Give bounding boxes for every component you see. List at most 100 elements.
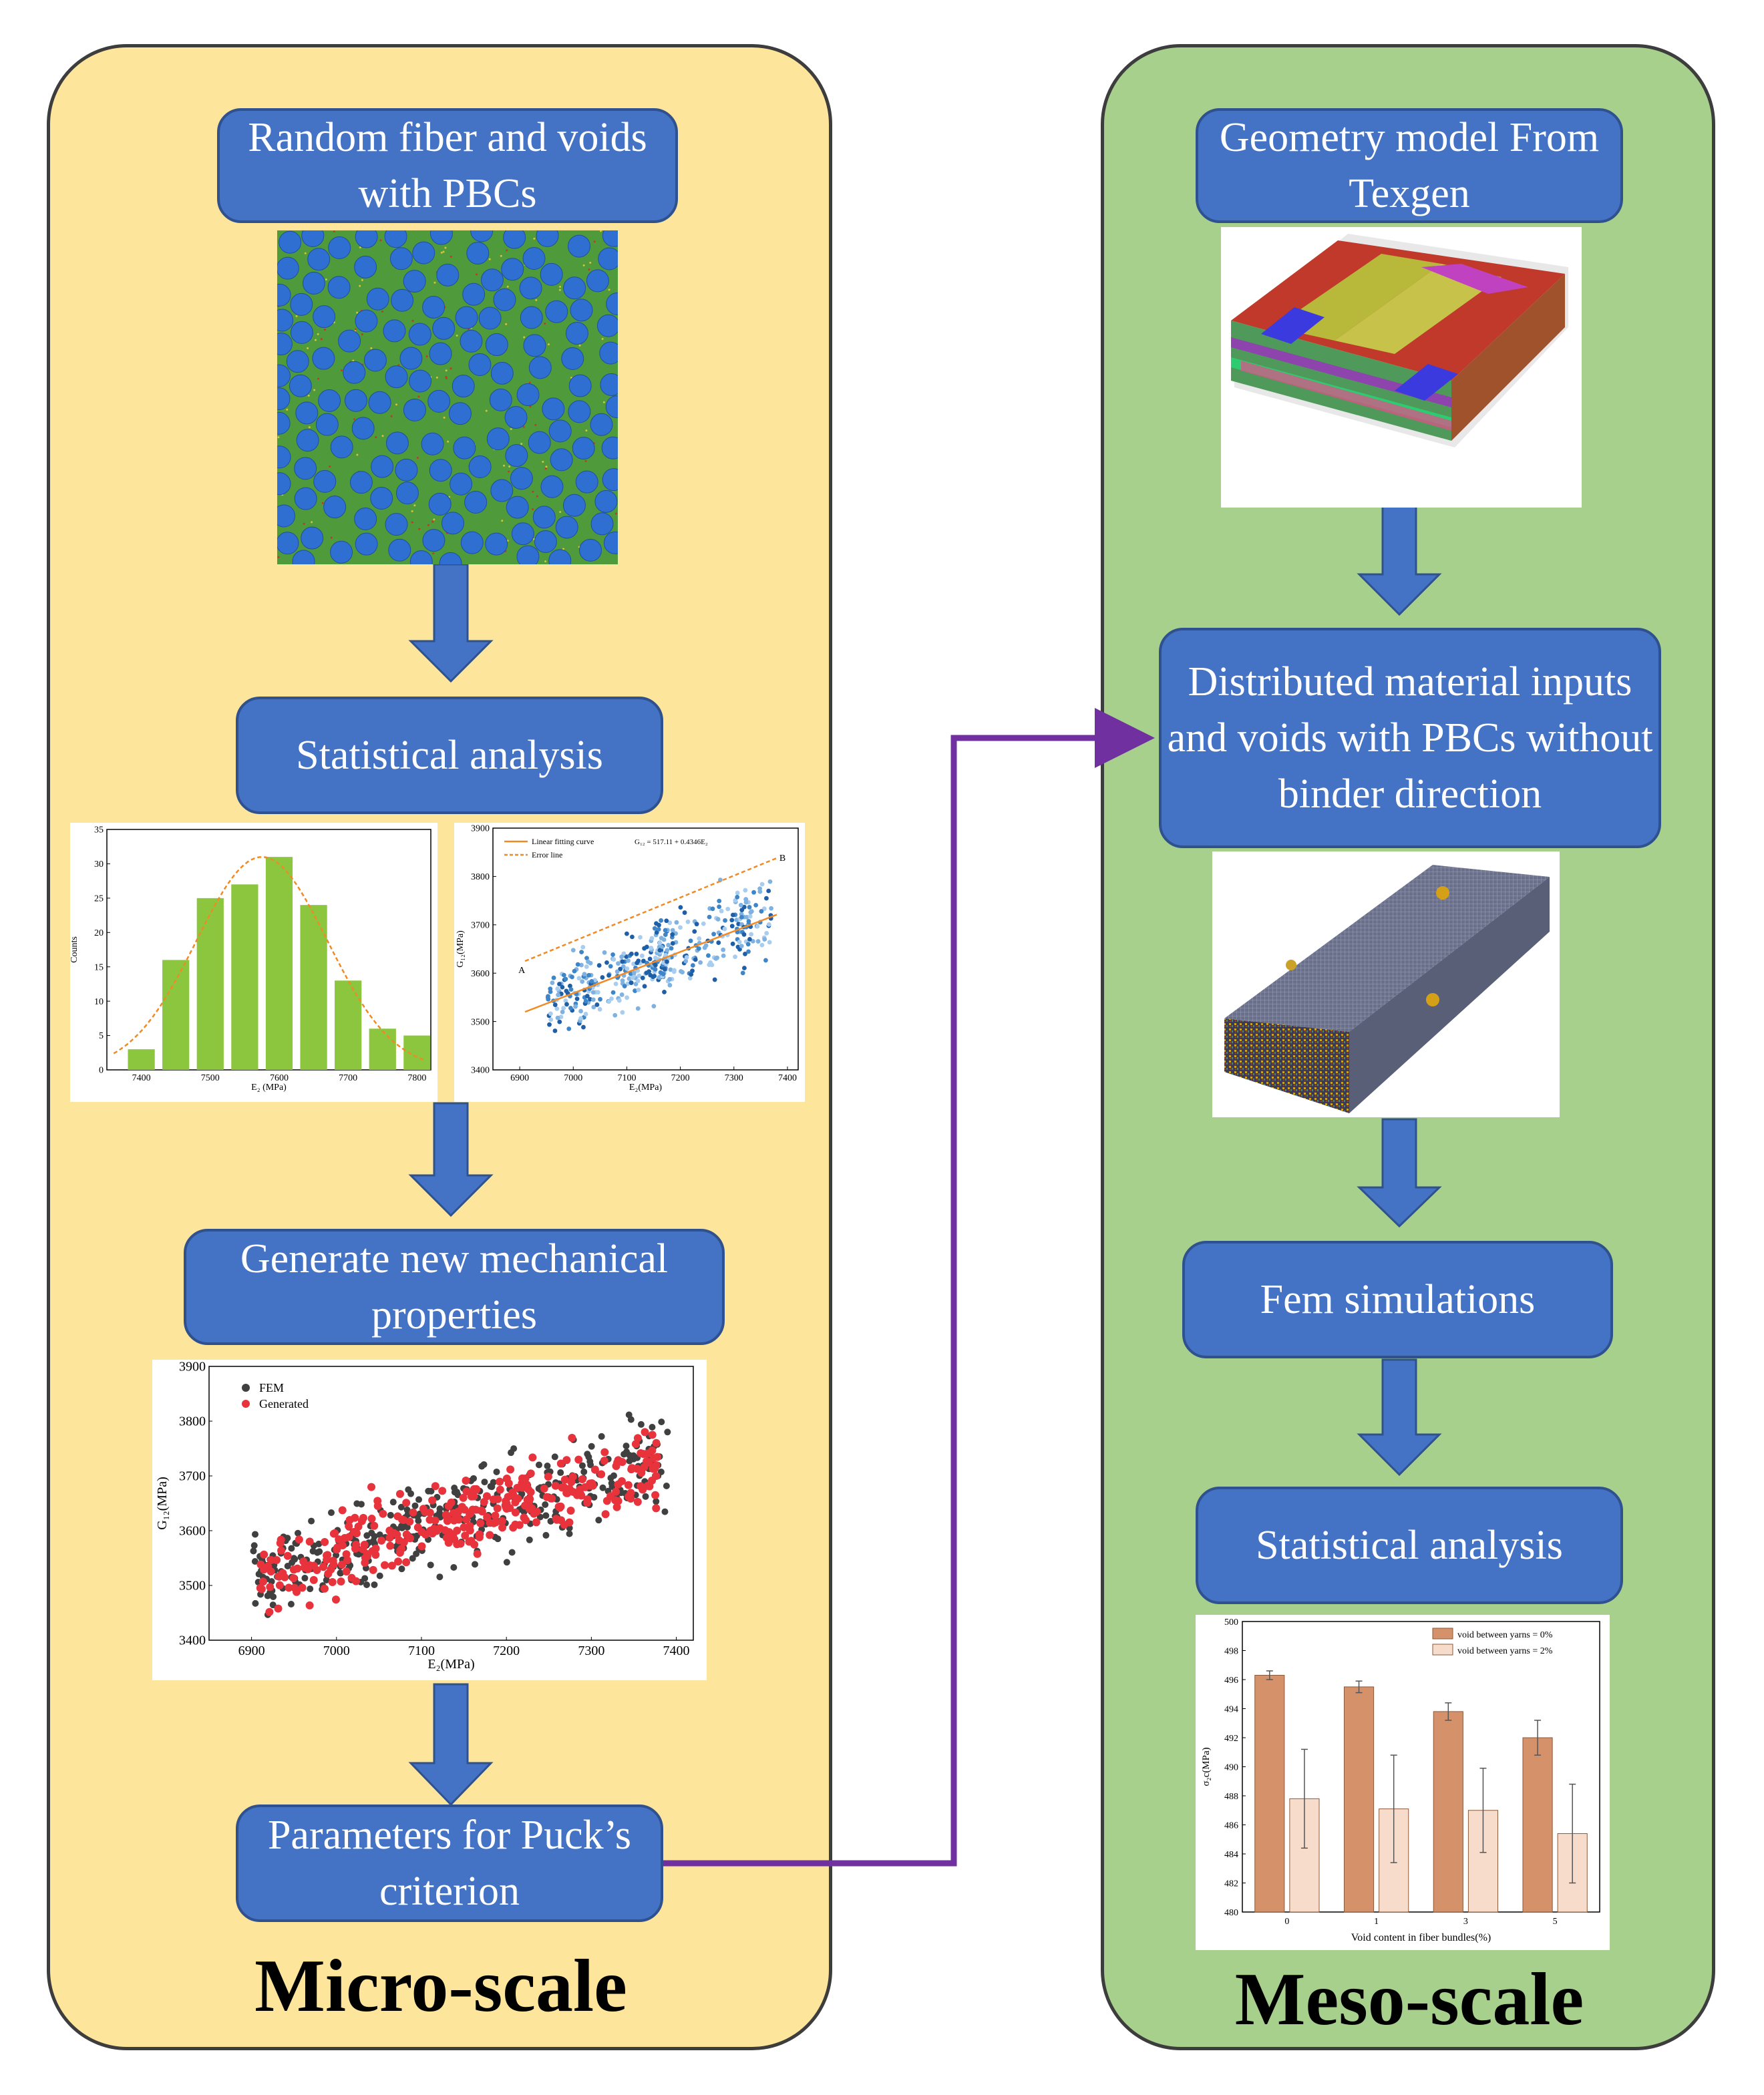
- generated-point: [309, 1575, 318, 1584]
- y-axis-label: G₁₂(MPa): [456, 930, 466, 968]
- fiber: [370, 487, 393, 510]
- generated-point: [299, 1557, 308, 1566]
- generated-point: [257, 1585, 266, 1593]
- scatter-point: [586, 972, 592, 978]
- fiber: [545, 300, 568, 323]
- histogram-bar: [265, 857, 293, 1070]
- generated-point: [431, 1516, 439, 1525]
- generated-point: [405, 1517, 414, 1526]
- scatter-point: [584, 964, 589, 969]
- void-speck: [601, 337, 604, 340]
- generated-point: [428, 1529, 437, 1538]
- plot-frame: [492, 827, 799, 1071]
- void-speck: [427, 524, 429, 526]
- void-bar: [1254, 1674, 1285, 1913]
- scatter-point: [649, 936, 655, 941]
- x-axis-label: Void content in fiber bundles(%): [1351, 1932, 1491, 1943]
- scatter-point: [697, 936, 702, 941]
- fem-point: [586, 1458, 594, 1465]
- fem-point: [389, 1499, 397, 1506]
- void-speck: [450, 255, 452, 258]
- void-speck: [450, 367, 452, 370]
- generated-point: [399, 1515, 408, 1524]
- fem-point: [307, 1585, 314, 1593]
- fiber: [596, 314, 618, 337]
- void-speck: [425, 355, 428, 358]
- void-speck: [444, 246, 447, 249]
- generated-point: [421, 1508, 429, 1517]
- fiber: [355, 230, 378, 248]
- generated-point: [393, 1531, 401, 1539]
- fem-point: [535, 1485, 542, 1493]
- scatter-point: [693, 957, 698, 962]
- fiber: [523, 334, 546, 357]
- fem-point: [288, 1545, 295, 1552]
- scatter-point: [624, 954, 629, 959]
- scatter-point: [563, 976, 568, 982]
- scatter-point: [764, 930, 769, 936]
- fem-point: [397, 1503, 405, 1511]
- scatter-point: [746, 949, 751, 954]
- void-speck: [503, 464, 506, 467]
- scatter-point: [630, 975, 635, 980]
- fiber: [313, 305, 336, 329]
- void-speck: [562, 548, 565, 550]
- void-speck: [431, 520, 434, 523]
- generated-point: [361, 1553, 369, 1562]
- fiber: [312, 347, 335, 370]
- generated-point: [520, 1513, 528, 1522]
- x-tick-label: 7100: [408, 1644, 435, 1658]
- fem-point: [653, 1498, 660, 1505]
- generated-point: [525, 1505, 534, 1513]
- fem-point: [658, 1418, 665, 1426]
- fem-point: [663, 1483, 670, 1490]
- void-speck: [295, 315, 298, 317]
- scatter-point: [745, 942, 751, 947]
- generated-point: [562, 1489, 571, 1497]
- fiber: [428, 492, 452, 516]
- arrow-meso-2: [1357, 1118, 1442, 1228]
- scatter-point: [564, 1002, 569, 1007]
- fiber: [313, 469, 337, 493]
- fiber: [385, 365, 408, 389]
- fiber: [603, 531, 618, 554]
- y-tick-label: 5: [99, 1031, 104, 1041]
- generated-point: [612, 1462, 621, 1471]
- scatter-point: [747, 914, 753, 919]
- fem-point: [480, 1461, 488, 1468]
- scatter-point: [696, 946, 701, 951]
- y-tick-label: 490: [1224, 1763, 1238, 1773]
- fiber: [448, 402, 472, 425]
- generated-point: [377, 1536, 386, 1545]
- generated-point: [285, 1583, 293, 1592]
- fiber: [344, 389, 367, 412]
- generated-point: [506, 1465, 515, 1474]
- scatter-point: [580, 944, 586, 950]
- fem-point: [450, 1564, 458, 1571]
- fiber: [598, 247, 618, 270]
- scatter-point: [661, 972, 666, 976]
- void-speck: [535, 299, 538, 301]
- generated-point: [489, 1495, 498, 1504]
- scatter-point: [556, 992, 561, 998]
- fiber: [277, 364, 291, 387]
- fiber: [409, 369, 432, 393]
- scatter-point: [619, 992, 625, 997]
- scatter-point: [572, 968, 577, 974]
- scatter-point: [735, 894, 740, 900]
- generated-point: [648, 1446, 657, 1455]
- scatter-point: [688, 938, 693, 944]
- fiber: [384, 230, 407, 248]
- generated-point: [345, 1533, 353, 1541]
- scatter-point: [631, 961, 636, 966]
- generated-point: [483, 1513, 492, 1521]
- generated-point: [305, 1537, 314, 1546]
- void-speck: [442, 250, 445, 253]
- generated-point: [532, 1507, 541, 1516]
- void-speck: [445, 377, 448, 380]
- scatter-point: [743, 952, 747, 956]
- micro-step-random-fiber: Random fiber and voids with PBCs: [217, 108, 678, 223]
- scatter-point: [678, 905, 683, 910]
- void-speck: [317, 333, 319, 335]
